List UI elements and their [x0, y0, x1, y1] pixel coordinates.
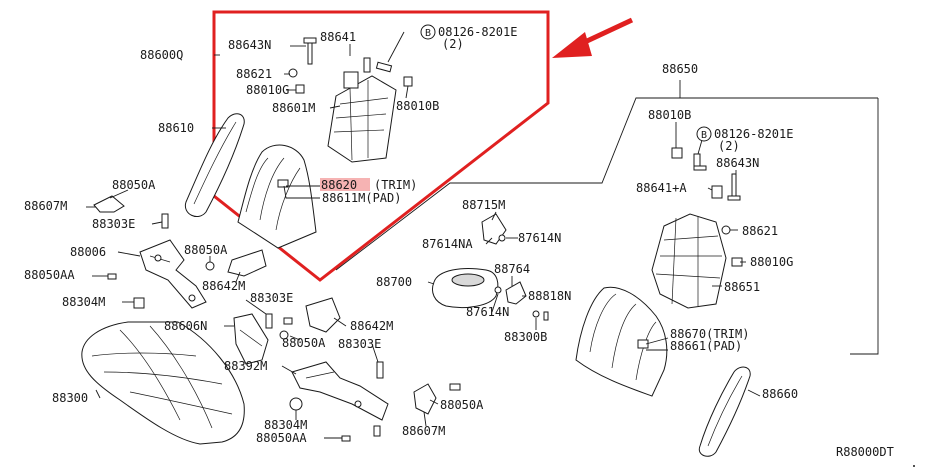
label-88641-a[interactable]: 88641 — [320, 30, 356, 44]
bracket-88642M-b — [305, 297, 341, 333]
label-88050AA-b[interactable]: 88050AA — [256, 431, 307, 445]
bolt-symbol-b: B — [696, 126, 712, 142]
fasteners-upper-left — [288, 37, 413, 94]
label-88818N[interactable]: 88818N — [528, 289, 571, 303]
label-88010B-a[interactable]: 88010B — [396, 99, 439, 113]
part-labels: 88600Q 88643N 88641 08126-8201E (2) 8862… — [24, 25, 894, 459]
label-88304M-b[interactable]: 88304M — [264, 418, 307, 432]
label-88303E-a[interactable]: 88303E — [92, 217, 135, 231]
seat-cushion-88300 — [81, 321, 245, 445]
label-88010G-a[interactable]: 88010G — [246, 83, 289, 97]
label-08126-qty-a: (2) — [442, 37, 464, 51]
diagram-reference-code: R88000DT — [836, 445, 894, 459]
label-88660[interactable]: 88660 — [762, 387, 798, 401]
label-88611M[interactable]: 88611M(PAD) — [322, 191, 401, 205]
label-88661[interactable]: 88661(PAD) — [670, 339, 742, 353]
bolt-symbol-a: B — [420, 24, 436, 40]
armrest-88700 — [432, 268, 499, 309]
bracket-88642M-a — [227, 249, 267, 277]
label-88303E-b[interactable]: 88303E — [250, 291, 293, 305]
label-88670[interactable]: 88670(TRIM) — [670, 327, 749, 341]
side-bolster-left — [184, 113, 245, 217]
label-88651[interactable]: 88651 — [724, 280, 760, 294]
bracket-88606N — [233, 313, 269, 365]
label-88010G-b[interactable]: 88010G — [750, 255, 793, 269]
label-88006[interactable]: 88006 — [70, 245, 106, 259]
hinge-bracket-88392M — [291, 361, 389, 421]
label-88643N-a[interactable]: 88643N — [228, 38, 271, 52]
label-88300B[interactable]: 88300B — [504, 330, 547, 344]
parts-88764-88818N — [494, 281, 549, 321]
label-88606N[interactable]: 88606N — [164, 319, 207, 333]
leader-lines — [86, 31, 761, 439]
label-88620[interactable]: 88620 — [321, 178, 357, 192]
label-88303E-c[interactable]: 88303E — [338, 337, 381, 351]
label-88621-b[interactable]: 88621 — [742, 224, 778, 238]
label-87614NA[interactable]: 87614NA — [422, 237, 473, 251]
highlight-arrow — [552, 17, 634, 58]
svg-text:B: B — [425, 28, 431, 39]
label-88050A-c[interactable]: 88050A — [282, 336, 326, 350]
label-08126-8201E-a[interactable]: 08126-8201E — [438, 25, 517, 39]
label-88641A[interactable]: 88641+A — [636, 181, 687, 195]
label-88650[interactable]: 88650 — [662, 62, 698, 76]
label-88607M-a[interactable]: 88607M — [24, 199, 67, 213]
label-88621-a[interactable]: 88621 — [236, 67, 272, 81]
label-88304M-a[interactable]: 88304M — [62, 295, 105, 309]
label-88700[interactable]: 88700 — [376, 275, 412, 289]
right-assembly-bracket-upper — [335, 97, 878, 271]
seat-back-frame-right — [651, 185, 727, 309]
label-88642M-a[interactable]: 88642M — [202, 279, 245, 293]
label-88764[interactable]: 88764 — [494, 262, 530, 276]
label-88607M-b[interactable]: 88607M — [402, 424, 445, 438]
fasteners-left-area — [107, 213, 461, 442]
right-assembly-bracket — [850, 98, 879, 355]
fasteners-right-area — [671, 147, 743, 267]
label-88601M[interactable]: 88601M — [272, 101, 315, 115]
label-88392M[interactable]: 88392M — [224, 359, 267, 373]
label-88050A-b[interactable]: 88050A — [184, 243, 228, 257]
bracket-88607M-b — [413, 383, 437, 415]
svg-text:B: B — [701, 130, 707, 141]
label-08126-qty-b: (2) — [718, 139, 740, 153]
label-88050A-a[interactable]: 88050A — [112, 178, 156, 192]
corner-mark — [913, 465, 915, 467]
label-88010B-b[interactable]: 88010B — [648, 108, 691, 122]
label-88620-note: (TRIM) — [374, 178, 417, 192]
label-88600Q[interactable]: 88600Q — [140, 48, 183, 62]
seat-back-frame-left — [327, 57, 397, 163]
side-bolster-right — [698, 366, 751, 457]
label-88610[interactable]: 88610 — [158, 121, 194, 135]
seat-back-cushion-left — [237, 144, 317, 249]
label-88643N-b[interactable]: 88643N — [716, 156, 759, 170]
seat-back-cushion-right — [575, 286, 668, 397]
label-88300[interactable]: 88300 — [52, 391, 88, 405]
part-88620-highlight — [320, 178, 370, 191]
label-87614N-b[interactable]: 87614N — [466, 305, 509, 319]
bracket-88607M-a — [93, 195, 125, 213]
label-88050AA-a[interactable]: 88050AA — [24, 268, 75, 282]
label-08126-8201E-b[interactable]: 08126-8201E — [714, 127, 793, 141]
cupholder-88715M — [481, 213, 507, 245]
hinge-bracket-88006 — [139, 239, 207, 309]
label-88715M[interactable]: 88715M — [462, 198, 505, 212]
label-88642M-b[interactable]: 88642M — [350, 319, 393, 333]
label-88050A-d[interactable]: 88050A — [440, 398, 484, 412]
label-87614N-a[interactable]: 87614N — [518, 231, 561, 245]
